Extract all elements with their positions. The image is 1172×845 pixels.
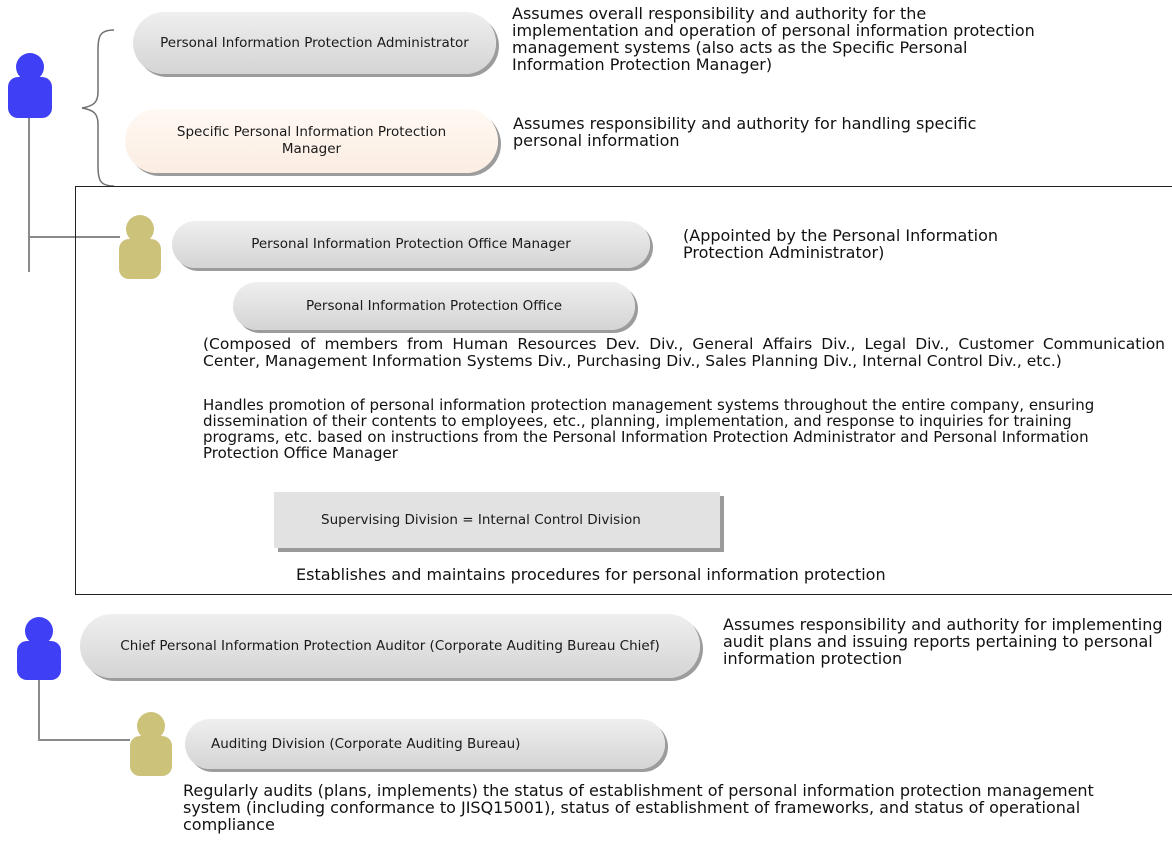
- auditor-person-icon: [17, 617, 61, 680]
- administrator-pill: Personal Information Protection Administ…: [133, 12, 496, 74]
- auditing-division-person-icon: [130, 712, 172, 776]
- auditing-division-label: Auditing Division (Corporate Auditing Bu…: [211, 735, 521, 752]
- administrator-person-icon: [8, 53, 52, 118]
- office-manager-note: (Appointed by the Personal Information P…: [683, 226, 999, 262]
- auditing-division-pill: Auditing Division (Corporate Auditing Bu…: [185, 719, 665, 769]
- curly-brace: [81, 29, 115, 187]
- procedures-text: Establishes and maintains procedures for…: [296, 565, 886, 584]
- office-manager-pill: Personal Information Protection Office M…: [172, 221, 650, 268]
- auditor-vertical-line: [38, 678, 40, 740]
- administrator-label: Personal Information Protection Administ…: [160, 34, 469, 51]
- office-duties-text: Handles promotion of personal informatio…: [203, 396, 1095, 462]
- auditing-division-description: Regularly audits (plans, implements) the…: [183, 781, 1094, 834]
- supervising-division-box: Supervising Division = Internal Control …: [274, 492, 720, 548]
- specific-manager-label: Specific Personal Information Protection…: [176, 124, 447, 157]
- office-manager-label: Personal Information Protection Office M…: [251, 236, 571, 252]
- supervising-division-label: Supervising Division = Internal Control …: [321, 512, 641, 528]
- auditor-pill: Chief Personal Information Protection Au…: [80, 614, 700, 678]
- auditing-division-connector-line: [38, 739, 130, 741]
- specific-manager-description: Assumes responsibility and authority for…: [513, 114, 977, 150]
- office-composition-text: (Composed of members from Human Resource…: [203, 335, 1165, 370]
- specific-manager-pill: Specific Personal Information Protection…: [125, 109, 498, 173]
- office-pill: Personal Information Protection Office: [233, 282, 635, 330]
- auditor-label: Chief Personal Information Protection Au…: [120, 637, 660, 654]
- office-manager-connector-line: [28, 236, 120, 238]
- auditor-description: Assumes responsibility and authority for…: [723, 615, 1163, 668]
- office-label: Personal Information Protection Office: [305, 297, 563, 314]
- office-manager-person-icon: [119, 215, 161, 279]
- administrator-description: Assumes overall responsibility and autho…: [512, 4, 1035, 74]
- office-section-frame: [75, 186, 1172, 595]
- admin-vertical-line: [28, 118, 30, 272]
